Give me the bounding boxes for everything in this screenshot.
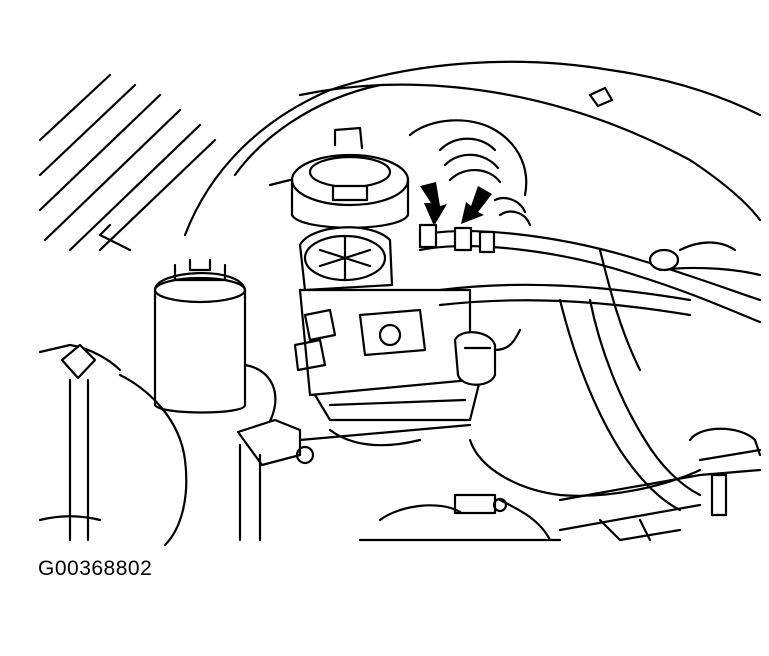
intake-hose: [408, 119, 532, 227]
hood-shading-hatch: [38, 73, 217, 252]
fuel-line-fittings: [418, 223, 496, 254]
lower-hose: [236, 418, 472, 542]
arrow-right: [461, 186, 492, 224]
throttle-body: [268, 126, 410, 229]
carburetor-assembly: [293, 226, 482, 422]
radiator-cap: [38, 343, 188, 547]
lower-right-components: [558, 427, 762, 542]
fender-outline: [183, 60, 762, 237]
arrow-left: [420, 182, 447, 226]
coolant-reservoir: [153, 258, 277, 432]
wire-harness: [453, 438, 702, 542]
bottom-bracket: [98, 223, 562, 542]
figure-code: G00368802: [38, 557, 153, 580]
electrical-connector: [453, 328, 522, 386]
